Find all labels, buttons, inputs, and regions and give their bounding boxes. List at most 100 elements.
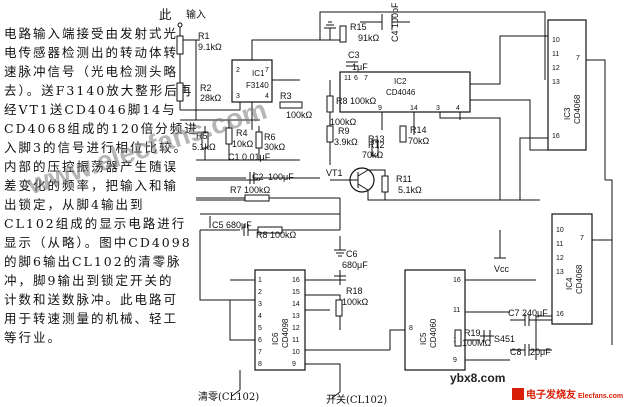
s451-label: S451 <box>494 334 515 344</box>
text-line: 显示（从略）。图中CD4098 <box>4 235 192 250</box>
s451-symbol <box>480 330 494 342</box>
c8-symbol <box>510 344 552 356</box>
vt1-label: VT1 <box>326 168 343 178</box>
svg-text:2: 2 <box>236 67 240 74</box>
text-line: 内部的压控振荡器产生随误 <box>4 159 179 174</box>
svg-text:14: 14 <box>292 301 300 308</box>
text-line: 计数和送数脉冲。此电路可 <box>4 292 179 307</box>
r14-value: 70kΩ <box>408 136 430 146</box>
resistor-r7 <box>244 194 270 202</box>
c6-ground <box>334 236 346 285</box>
c3-label: C3 <box>348 50 360 60</box>
ic1-label: IC1 <box>252 69 265 78</box>
svg-text:13: 13 <box>552 79 560 86</box>
c5-wires <box>200 198 341 230</box>
text-line: 去）。送F3140放大整形后再 <box>4 83 194 98</box>
resistor-r9 <box>326 125 334 143</box>
svg-text:13: 13 <box>292 313 300 320</box>
r4-label: R4 <box>236 128 248 138</box>
c6-label: C6 <box>346 249 358 259</box>
r6-value: 30kΩ <box>264 142 286 152</box>
ic5-wires <box>305 279 536 361</box>
c7-label: C7 240μF <box>508 308 548 318</box>
ic4-part: CD4068 <box>575 264 584 294</box>
c4-symbol <box>360 14 410 30</box>
r18-label: R18 <box>346 286 363 296</box>
resistor-r1 <box>176 35 184 55</box>
svg-text:4: 4 <box>258 313 262 320</box>
c7-symbol <box>510 314 552 326</box>
svg-text:13: 13 <box>556 269 564 276</box>
text-line: 冲，脚9输出到锁定开关的 <box>4 273 174 288</box>
text-line: 速脉冲信号（光电检测头略 <box>4 64 179 79</box>
c8-value: 20μF <box>530 347 551 357</box>
resistor-r12 <box>371 139 379 157</box>
ic5-part: CD4060 <box>429 318 438 348</box>
r9-label: R9 <box>338 126 350 136</box>
c3-value: 1μF <box>352 62 368 72</box>
ic6-part: CD4098 <box>281 318 290 348</box>
input-label: 输入 <box>186 8 206 21</box>
ic3-label: IC3 <box>563 107 572 120</box>
r3-value: 100kΩ <box>286 110 313 120</box>
svg-text:10: 10 <box>556 227 564 234</box>
ic5-label: IC5 <box>419 332 428 345</box>
r12-label: R12 <box>368 140 385 150</box>
svg-text:16: 16 <box>552 133 560 140</box>
ic6-label: IC6 <box>271 332 280 345</box>
ic3-part: CD4068 <box>573 94 582 124</box>
resistor-r19 <box>454 329 462 347</box>
r2-label: R2 <box>200 83 212 93</box>
svg-text:11: 11 <box>292 337 299 344</box>
resistor-r2 <box>176 82 184 102</box>
ic3-wires <box>519 59 606 200</box>
bias-wires <box>196 120 300 161</box>
c2-symbol <box>196 172 320 184</box>
ic5-box <box>404 269 466 371</box>
input-wires <box>179 27 260 201</box>
r6-label: R6 <box>264 132 276 142</box>
svg-text:4: 4 <box>456 105 460 112</box>
svg-text:8: 8 <box>409 325 413 332</box>
svg-text:2: 2 <box>258 289 262 296</box>
svg-text:9: 9 <box>378 105 382 112</box>
text-line: 经VT1送CD4046脚14与 <box>4 102 177 117</box>
r11-value: 5.1kΩ <box>398 185 422 195</box>
svg-text:10: 10 <box>552 37 560 44</box>
r5-label: R5 <box>196 131 208 141</box>
r13-label: R13 <box>368 134 385 144</box>
text-line: 电传感器检测出的转动体转 <box>4 45 179 60</box>
r9-value: 3.9kΩ <box>334 137 358 147</box>
text-line: 等行业。 <box>4 330 63 345</box>
output-arrows <box>231 389 341 399</box>
vt1-wires <box>367 169 500 201</box>
resistor-r6 <box>255 131 263 149</box>
svg-text:9: 9 <box>453 357 457 364</box>
ic4-wires <box>535 179 613 360</box>
svg-text:11: 11 <box>344 75 351 82</box>
svg-text:7: 7 <box>580 235 584 242</box>
ic2-wires <box>381 35 548 200</box>
resistor-r15 <box>339 25 347 43</box>
c1-label: C1 0.01μF <box>228 152 271 162</box>
svg-text:11: 11 <box>453 307 460 314</box>
svg-text:8: 8 <box>258 361 262 368</box>
r19-value: 100MΩ <box>462 338 492 348</box>
svg-text:14: 14 <box>410 105 418 112</box>
clear-output-label: 清零(CL102) <box>198 390 259 403</box>
ic3-box <box>547 19 587 151</box>
switch-output-label: 开关(CL102) <box>326 393 387 406</box>
svg-text:6: 6 <box>258 337 262 344</box>
svg-text:3: 3 <box>436 105 440 112</box>
r19-label: R19 <box>464 328 481 338</box>
ic4-box <box>551 213 593 325</box>
c5-label: C5 680μF <box>212 220 252 230</box>
svg-text:7: 7 <box>265 67 269 74</box>
r1-label: R1 <box>198 31 210 41</box>
ground-symbol <box>324 21 336 40</box>
svg-text:7: 7 <box>576 55 580 62</box>
resistor-r11 <box>381 175 389 193</box>
vt1-leads <box>330 169 369 191</box>
svg-text:10: 10 <box>292 349 300 356</box>
vcc-wire <box>494 199 540 259</box>
